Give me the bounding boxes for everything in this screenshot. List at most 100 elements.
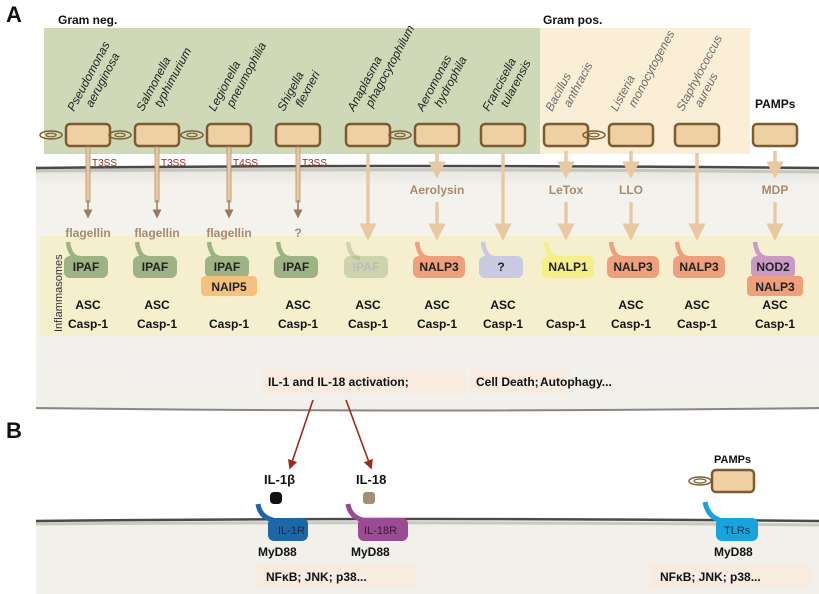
receptor-label: IPAF	[353, 260, 379, 274]
cell-membrane-b-shadow	[35, 521, 819, 527]
arrow-to-il1b	[287, 399, 314, 470]
secretion-system-label: T3SS	[302, 158, 327, 169]
adaptor-label: ASC	[144, 298, 170, 312]
caspase-label: Casp-1	[68, 317, 108, 331]
il18-label: IL-18	[356, 472, 386, 487]
adaptor-label: ASC	[618, 298, 644, 312]
ligand-label: flagellin	[65, 226, 110, 240]
caspase-label: Casp-1	[755, 317, 795, 331]
receptor-label: IPAF	[283, 260, 309, 274]
caspase-label: Casp-1	[677, 317, 717, 331]
il18r-receptor	[358, 518, 408, 541]
receptor-nalp1	[542, 256, 594, 278]
receptor-ipaf	[344, 256, 388, 278]
receptor-label: IPAF	[142, 260, 168, 274]
receptor2-label: NALP3	[755, 280, 795, 294]
secretion-system-label: T3SS	[161, 158, 186, 169]
ligand-label: flagellin	[134, 226, 179, 240]
panel-a-label: A	[6, 2, 22, 27]
bacterium-icon	[344, 122, 392, 148]
cell-bottom-a	[35, 407, 819, 412]
il1r-label: IL-1R	[278, 525, 305, 537]
bacterium-icon	[64, 122, 112, 148]
bacterium-icon	[751, 122, 799, 148]
panel-b-label: B	[6, 418, 22, 443]
il1b-label: IL-1β	[264, 472, 295, 487]
receptor-ipaf	[133, 256, 177, 278]
receptor-naip5	[201, 276, 257, 296]
secretion-needle	[226, 146, 232, 203]
adaptor-label: ASC	[355, 298, 381, 312]
bacterium-icon	[133, 122, 181, 148]
caspase-label: Casp-1	[348, 317, 388, 331]
receptor-label: ?	[497, 260, 504, 274]
myd88-3: MyD88	[714, 545, 753, 559]
myd88-1: MyD88	[258, 545, 297, 559]
il18r-receptor-arm	[345, 503, 364, 523]
ligand-label: MDP	[762, 183, 789, 197]
receptor-label: IPAF	[214, 260, 240, 274]
adaptor-label: ASC	[490, 298, 516, 312]
pamp-bacterium-b	[688, 468, 756, 494]
receptor-nalp3	[607, 256, 659, 278]
secretion-system-label: T3SS	[92, 158, 117, 169]
receptor-ipaf	[64, 256, 108, 278]
adaptor-label: ASC	[75, 298, 101, 312]
secretion-needle	[154, 146, 160, 203]
ligand-label: ?	[294, 226, 301, 240]
bacterium-icon	[542, 122, 590, 148]
caspase-label: Casp-1	[546, 317, 586, 331]
receptor-ipaf	[205, 256, 249, 278]
receptor-label: NOD2	[756, 260, 790, 274]
signaling-box-2	[650, 564, 812, 588]
arrow-to-il18	[345, 399, 373, 470]
flagellum-icon	[180, 130, 204, 140]
pamps-label: PAMPs	[755, 97, 796, 111]
receptor-unknown	[479, 256, 523, 278]
caspase-label: Casp-1	[483, 317, 523, 331]
outcome-text-1: IL-1 and IL-18 activation;	[268, 375, 409, 389]
flagellum-icon	[582, 130, 606, 140]
ligand-label: LLO	[619, 183, 643, 197]
inflammasome-band	[40, 236, 819, 336]
bacterium-icon	[274, 122, 322, 148]
receptor2-label: NAIP5	[211, 280, 247, 294]
signaling-text-2: NFκB; JNK; p38...	[660, 570, 761, 584]
caspase-label: Casp-1	[278, 317, 318, 331]
flagellum-icon	[39, 130, 63, 140]
cell-membrane-a-shadow	[35, 168, 819, 174]
il1r-receptor-arm	[255, 503, 274, 523]
bacterium-icon	[205, 122, 253, 148]
bacteria-layer: PseudomonasaeruginosaT3SSflagellinIPAFAS…	[39, 23, 803, 331]
il1b-molecule	[270, 492, 282, 504]
adaptor-label: ASC	[285, 298, 311, 312]
il18-molecule	[363, 492, 375, 504]
secretion-needle	[85, 146, 91, 203]
adaptor-label: ASC	[424, 298, 450, 312]
panel-b: IL-1β IL-18 IL-1R MyD88 IL-18R MyD88 NFκ…	[35, 399, 819, 594]
bacterium-icon	[673, 122, 721, 148]
receptor-nalp3	[673, 256, 725, 278]
caspase-label: Casp-1	[417, 317, 457, 331]
receptor-nalp3	[747, 276, 803, 296]
outcome-box-1	[262, 369, 465, 394]
il1r-receptor	[268, 518, 308, 541]
receptor-label: NALP1	[548, 260, 588, 274]
receptor-label: NALP3	[679, 260, 719, 274]
myd88-2: MyD88	[351, 545, 390, 559]
outcome-box-2	[470, 369, 570, 394]
flagellum-icon	[388, 130, 412, 140]
signaling-box-1	[255, 564, 417, 588]
caspase-label: Casp-1	[611, 317, 651, 331]
bacterium-icon	[607, 122, 655, 148]
gram-pos-label: Gram pos.	[543, 13, 602, 27]
receptor-nod2	[751, 256, 795, 278]
caspase-label: Casp-1	[209, 317, 249, 331]
secretion-needle	[295, 146, 301, 203]
cell-membrane-a	[35, 164, 819, 170]
bacterium-icon	[479, 122, 527, 148]
receptor-ipaf	[274, 256, 318, 278]
tlr-receptor	[716, 518, 758, 541]
